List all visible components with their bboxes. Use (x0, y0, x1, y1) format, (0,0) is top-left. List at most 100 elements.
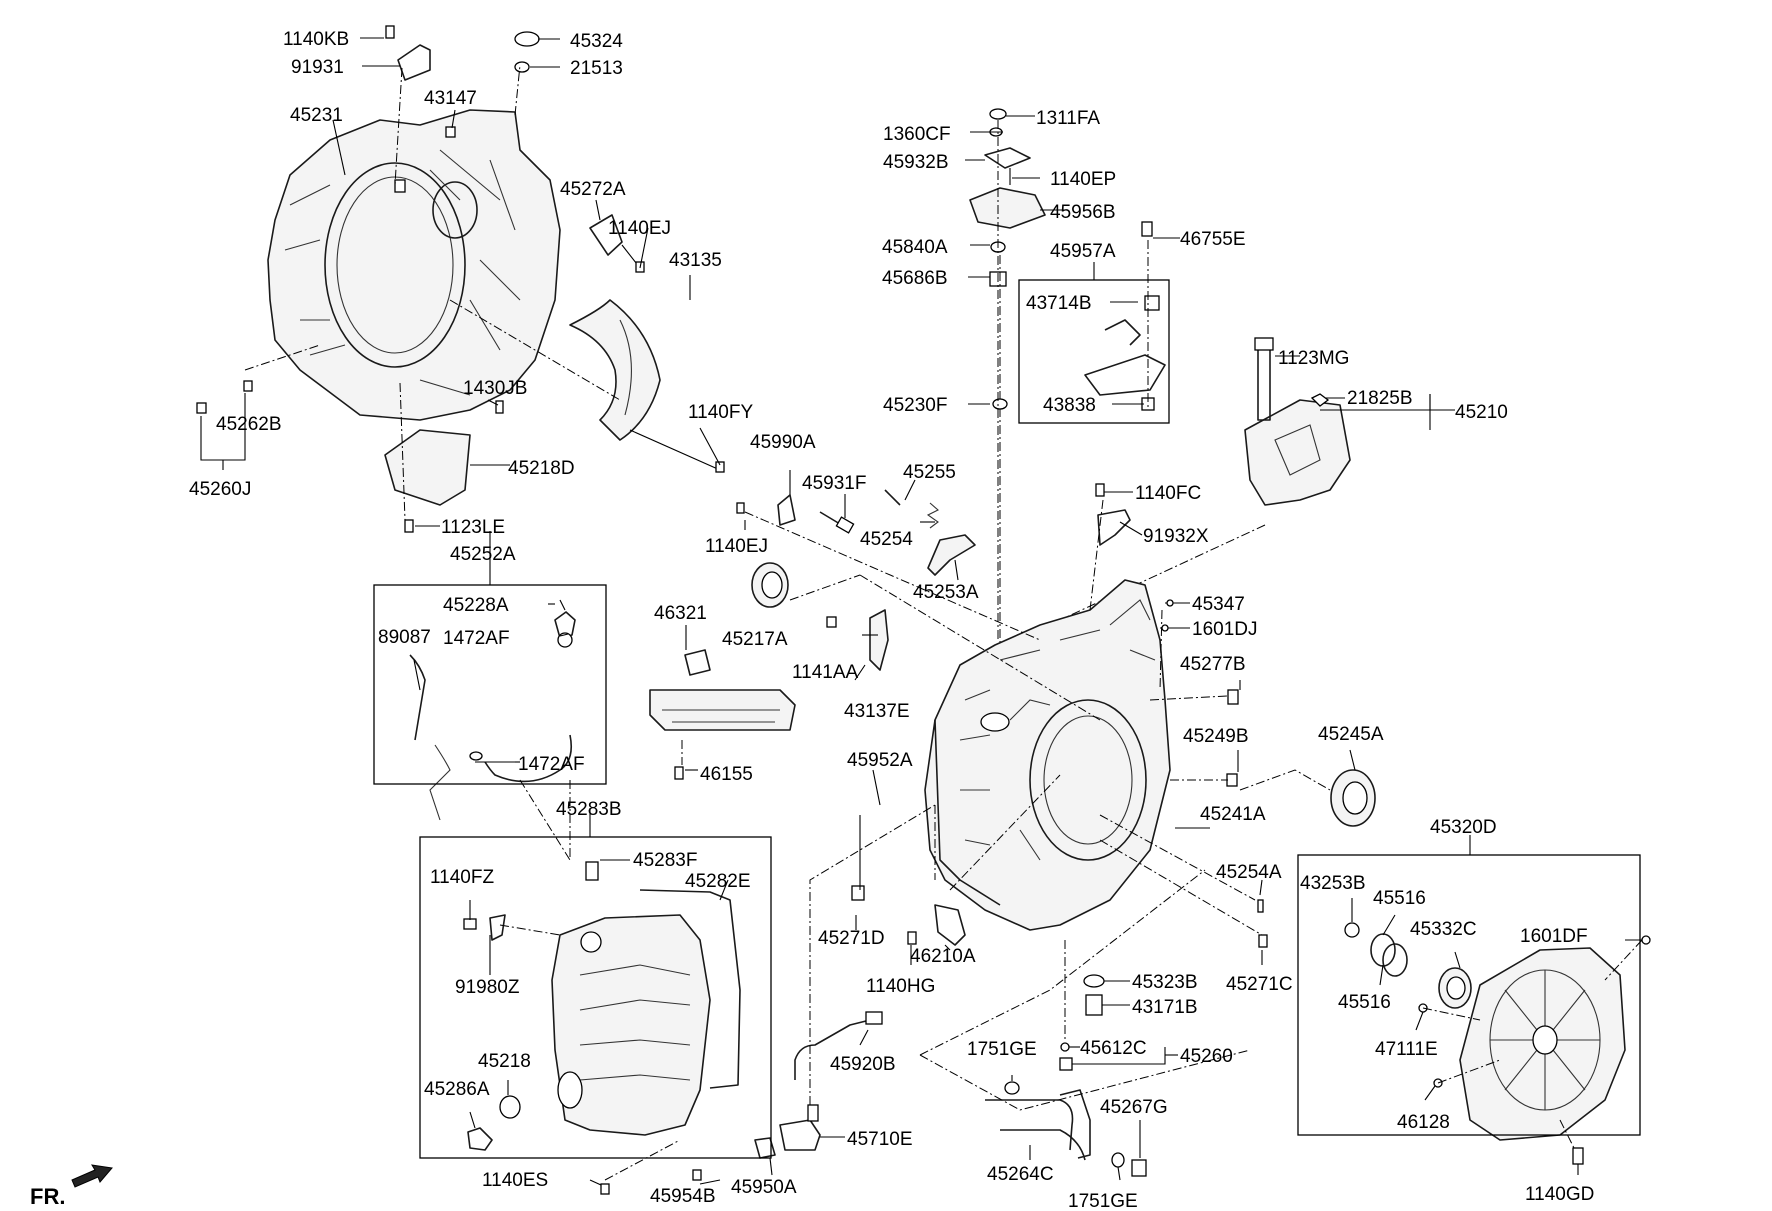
part-label: 45952A (847, 750, 913, 771)
part-label: 1751GE (967, 1039, 1037, 1060)
part-label: 91932X (1143, 526, 1209, 547)
seal-45245a-drawing (1226, 689, 1376, 827)
part-label: 45218 (478, 1051, 531, 1072)
part-label: 45272A (560, 179, 626, 200)
part-label: 1140FZ (430, 867, 494, 888)
part-label: 45516 (1338, 992, 1391, 1013)
part-label: 45260J (189, 479, 251, 500)
part-label: 21825B (1347, 388, 1413, 409)
part-label: 46755E (1180, 229, 1246, 250)
bracket-45210-drawing (1059, 337, 1351, 621)
part-label: 47111E (1375, 1039, 1438, 1060)
breather-hose-drawing (409, 611, 576, 821)
part-label: 43838 (1043, 395, 1096, 416)
converter-housing-drawing (267, 109, 561, 421)
part-label: 45990A (750, 432, 816, 453)
part-label: 1751GE (1068, 1191, 1138, 1211)
part-label: 45277B (1180, 654, 1246, 675)
part-label: 46155 (700, 764, 753, 785)
part-label: 45260 (1180, 1046, 1233, 1067)
part-label: 45254 (860, 529, 913, 550)
part-label: 45347 (1192, 594, 1245, 615)
part-label: 45254A (1216, 862, 1282, 883)
part-label: 45252A (450, 544, 516, 565)
part-label: 45264C (987, 1164, 1054, 1185)
part-label: 45228A (443, 595, 509, 616)
cover-43135-drawing (569, 299, 725, 473)
part-label: 45218D (508, 458, 575, 479)
part-label: 43171B (1132, 997, 1198, 1018)
part-label: 45931F (802, 473, 866, 494)
front-direction-indicator: FR. (30, 1164, 113, 1209)
part-number-labels: 1140KB 91931 45324 21513 45231 43147 452… (189, 29, 1594, 1211)
oil-pan-drawing (463, 861, 741, 1195)
part-label: 1140FC (1135, 483, 1201, 504)
part-label: 43147 (424, 88, 477, 109)
part-label: 1360CF (883, 124, 951, 145)
part-label: 45217A (722, 629, 788, 650)
part-label: 45957A (1050, 241, 1116, 262)
speed-sensor-drawing (692, 804, 936, 1181)
part-label: 1140FY (688, 402, 753, 423)
detent-parts-drawing (851, 885, 966, 946)
part-label: 45332C (1410, 919, 1477, 940)
part-label: 1140GD (1525, 1184, 1594, 1205)
part-label: 45324 (570, 31, 623, 52)
part-label: 45271D (818, 928, 885, 949)
part-label: 43714B (1026, 293, 1092, 314)
part-label: 45283F (633, 850, 697, 871)
part-label: 45954B (650, 1186, 716, 1207)
part-label: 45950A (731, 1177, 797, 1198)
top-bracket-drawing (385, 25, 540, 138)
drain-plug-drawing (1059, 940, 1105, 1071)
part-label: 43137E (844, 701, 910, 722)
part-label: 1140KB (283, 29, 349, 50)
inhibitor-switch-drawing (969, 108, 1166, 700)
part-label: 45920B (830, 1054, 896, 1075)
part-label: 45686B (882, 268, 948, 289)
part-label: 1472AF (518, 754, 585, 775)
front-label: FR. (30, 1184, 65, 1209)
part-label: 91980Z (455, 977, 520, 998)
bracket-45218d-drawing (196, 380, 504, 533)
part-label: 45840A (882, 237, 948, 258)
part-label: 1601DJ (1192, 619, 1258, 640)
part-label: 45516 (1373, 888, 1426, 909)
cooler-pipe-drawing (985, 1081, 1147, 1177)
part-label: 89087 (378, 627, 431, 648)
part-label: 1123LE (441, 517, 505, 538)
part-label: 46128 (1397, 1112, 1450, 1133)
transmission-case-drawing (924, 579, 1171, 931)
front-arrow-icon (71, 1164, 113, 1188)
part-label: 21513 (570, 58, 623, 79)
part-label: 46210A (910, 946, 976, 967)
part-label: 45241A (1200, 804, 1266, 825)
part-label: 45320D (1430, 817, 1497, 838)
part-label: 1472AF (443, 628, 510, 649)
part-label: 1141AA (792, 662, 859, 683)
part-label: 45253A (913, 582, 979, 603)
part-label: 45956B (1050, 202, 1116, 223)
part-label: 45710E (847, 1129, 913, 1150)
part-label: 1140EP (1050, 169, 1116, 190)
part-label: 45245A (1318, 724, 1384, 745)
part-label: 45932B (883, 152, 949, 173)
frame-45320d (1297, 854, 1641, 1136)
seal-45217a-drawing (751, 562, 789, 608)
part-label: 1601DF (1520, 926, 1588, 947)
part-label: 1123MG (1278, 348, 1349, 369)
part-label: 1140ES (482, 1170, 548, 1191)
frame-45283b (419, 836, 772, 1159)
part-label: 45210 (1455, 402, 1508, 423)
part-label: 45271C (1226, 974, 1293, 995)
part-label: 46321 (654, 603, 707, 624)
part-label: 1140EJ (705, 536, 768, 557)
leader-lines (200, 37, 1643, 1186)
part-label: 45255 (903, 462, 956, 483)
baffle-43137e-drawing (826, 609, 889, 671)
part-label: 45230F (883, 395, 947, 416)
oil-filter-drawing (649, 649, 796, 780)
shift-linkage-drawing (736, 489, 976, 576)
part-label: 45612C (1080, 1038, 1147, 1059)
